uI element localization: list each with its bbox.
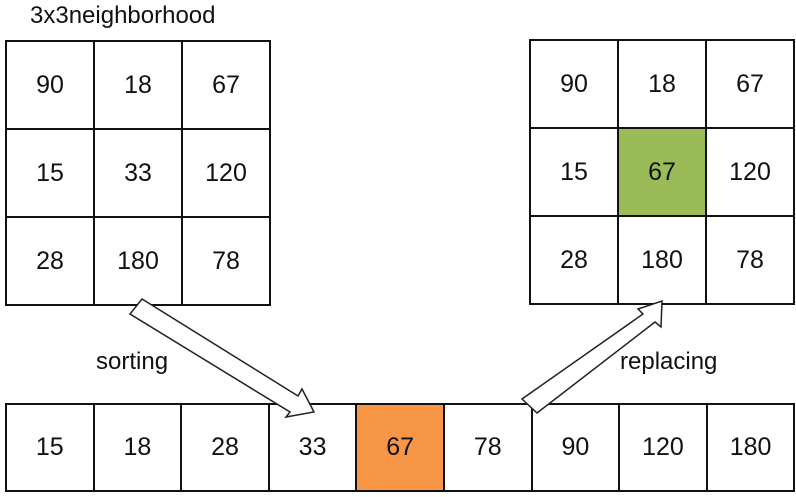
result-cell: 120 — [706, 128, 794, 216]
sorted-row: 15 18 28 33 67 78 90 120 180 — [5, 403, 796, 492]
result-cell: 180 — [618, 216, 706, 304]
sorted-cell: 120 — [619, 404, 707, 491]
neighborhood-cell: 18 — [94, 41, 182, 129]
neighborhood-grid: 90 18 67 15 33 120 28 180 78 — [5, 40, 271, 306]
sorted-cell: 180 — [706, 404, 795, 491]
replaced-center-cell: 67 — [618, 128, 706, 216]
diagram-title: 3x3neighborhood — [30, 2, 216, 29]
sorted-cell: 18 — [93, 404, 182, 491]
sorting-label: sorting — [96, 348, 169, 375]
neighborhood-cell: 28 — [6, 217, 94, 305]
neighborhood-cell: 15 — [6, 129, 94, 217]
result-cell: 28 — [530, 216, 618, 304]
sorted-cell: 15 — [6, 404, 94, 491]
sorted-cell: 28 — [181, 404, 269, 491]
median-cell: 67 — [356, 404, 444, 491]
result-cell: 90 — [530, 40, 618, 128]
sorted-cell: 78 — [443, 404, 532, 491]
result-cell: 78 — [706, 216, 794, 304]
neighborhood-cell: 78 — [182, 217, 270, 305]
neighborhood-cell: 67 — [182, 41, 270, 129]
result-grid: 90 18 67 15 67 120 28 180 78 — [529, 39, 795, 305]
neighborhood-cell: 120 — [182, 129, 270, 217]
sorted-cell: 90 — [531, 404, 620, 491]
result-cell: 67 — [706, 40, 794, 128]
neighborhood-cell: 180 — [94, 217, 182, 305]
replacing-label: replacing — [620, 348, 718, 375]
result-cell: 15 — [530, 128, 618, 216]
result-cell: 18 — [618, 40, 706, 128]
neighborhood-cell: 90 — [6, 41, 94, 129]
sorted-cell: 33 — [268, 404, 357, 491]
neighborhood-center-cell: 33 — [94, 129, 182, 217]
